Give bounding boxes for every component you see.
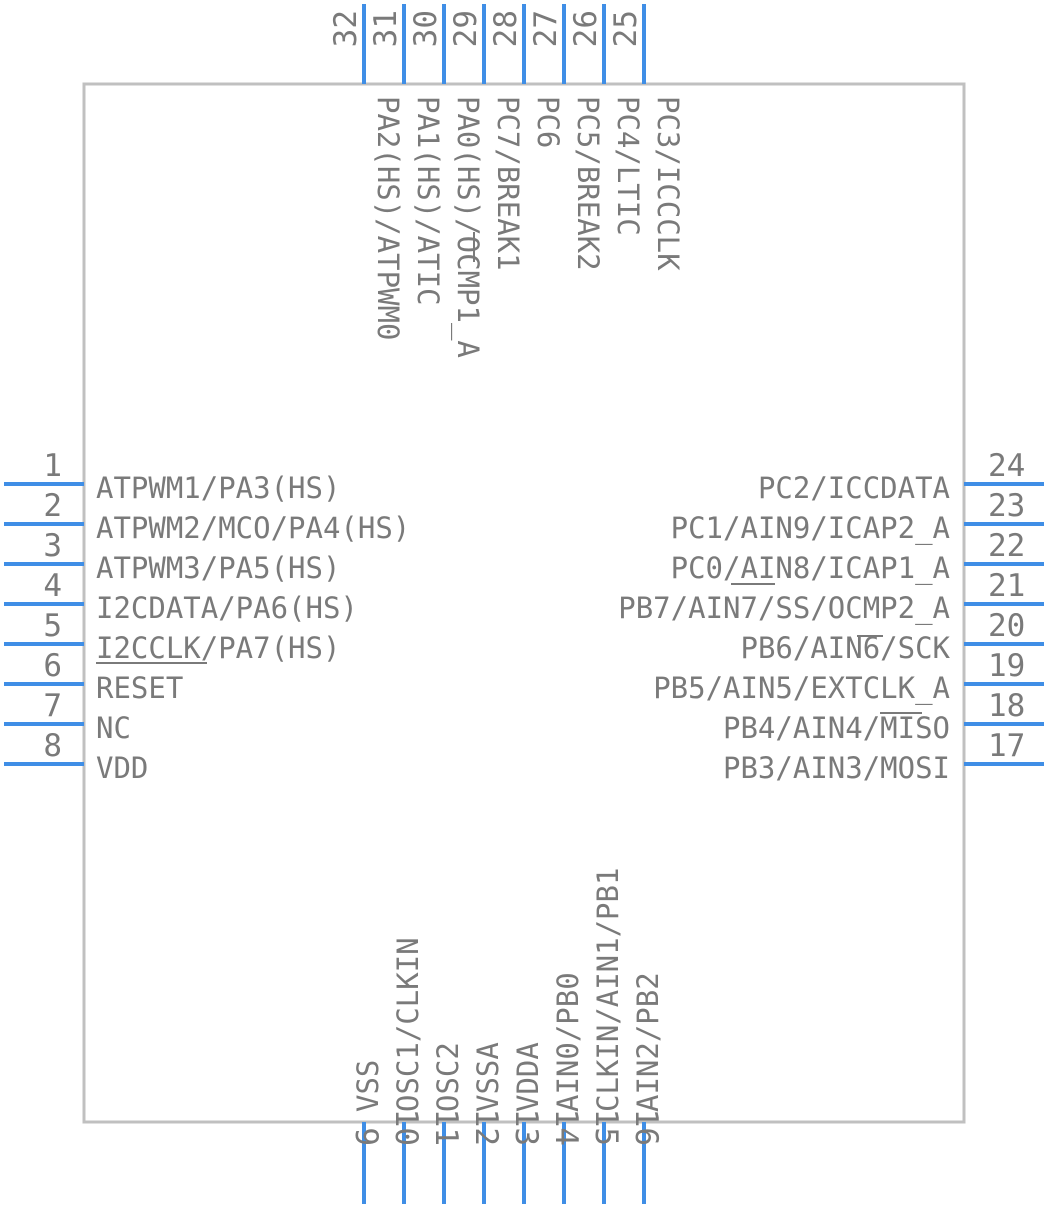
pin-16-label: AIN2/PB2 <box>631 972 665 1112</box>
pin-29-label: PC7/BREAK1 <box>491 96 525 271</box>
pin-29-number: 29 <box>448 10 484 47</box>
pin-21-number: 21 <box>988 568 1025 604</box>
pin-23-number: 23 <box>988 488 1025 524</box>
pin-3-label: ATPWM3/PA5(HS) <box>96 551 340 585</box>
pin-18-number: 18 <box>988 688 1025 724</box>
pin-1-number: 1 <box>43 448 62 484</box>
pin-14-number: 14 <box>548 1109 584 1146</box>
pin-7-label: NC <box>96 711 131 745</box>
pin-9-label: VSS <box>351 1060 385 1112</box>
pin-5-label: I2CCLK/PA7(HS) <box>96 631 340 665</box>
pin-17-number: 17 <box>988 728 1025 764</box>
pin-7-number: 7 <box>43 688 62 724</box>
pin-12-number: 12 <box>468 1109 504 1146</box>
pin-25-label: PC3/ICCCLK <box>651 96 685 271</box>
pin-31-number: 31 <box>368 10 404 47</box>
pin-1-label: ATPWM1/PA3(HS) <box>96 471 340 505</box>
pin-15-label: CLKIN/AIN1/PB1 <box>591 868 625 1112</box>
pin-28-label: PC6 <box>531 96 565 148</box>
pin-30-number: 30 <box>408 10 444 47</box>
pin-14-label: AIN0/PB0 <box>551 972 585 1112</box>
pin-18-label: PB4/AIN4/MISO <box>723 711 950 745</box>
pin-8-number: 8 <box>43 728 62 764</box>
pin-32-number: 32 <box>328 10 364 47</box>
pin-23-label: PC1/AIN9/ICAP2_A <box>671 511 950 546</box>
pin-19-label: PB5/AIN5/EXTCLK_A <box>653 671 950 706</box>
pin-9-number: 9 <box>348 1127 384 1146</box>
pin-6-label: RESET <box>96 671 183 705</box>
pin-4-label: I2CDATA/PA6(HS) <box>96 591 358 625</box>
pin-22-label: PC0/AIN8/ICAP1_A <box>671 551 950 586</box>
pin-11-number: 11 <box>428 1109 464 1146</box>
pin-25-number: 25 <box>608 10 644 47</box>
pin-22-number: 22 <box>988 528 1025 564</box>
pin-19-number: 19 <box>988 648 1025 684</box>
pin-16-number: 16 <box>628 1109 664 1146</box>
pin-12-label: VSSA <box>471 1042 505 1112</box>
pin-13-label: VDDA <box>511 1042 545 1112</box>
pin-27-number: 27 <box>528 10 564 47</box>
pin-5-number: 5 <box>43 608 62 644</box>
pin-20-label: PB6/AIN6/SCK <box>740 631 950 665</box>
pin-30-label: PA0(HS)/OCMP1_A <box>450 96 485 358</box>
pin-2-label: ATPWM2/MCO/PA4(HS) <box>96 511 410 545</box>
pin-21-label: PB7/AIN7/SS/OCMP2_A <box>618 591 950 626</box>
pin-10-number: 10 <box>388 1109 424 1146</box>
pin-31-label: PA1(HS)/ATIC <box>411 96 445 306</box>
pin-26-number: 26 <box>568 10 604 47</box>
pin-10-label: OSC1/CLKIN <box>391 937 425 1112</box>
pin-20-number: 20 <box>988 608 1025 644</box>
pin-24-number: 24 <box>988 448 1025 484</box>
pin-15-number: 15 <box>588 1109 624 1146</box>
pin-6-number: 6 <box>43 648 62 684</box>
pin-26-label: PC4/LTIC <box>611 96 645 236</box>
pin-13-number: 13 <box>508 1109 544 1146</box>
pin-2-number: 2 <box>43 488 62 524</box>
pin-27-label: PC5/BREAK2 <box>571 96 605 271</box>
pin-8-label: VDD <box>96 751 148 785</box>
pin-3-number: 3 <box>43 528 62 564</box>
ic-body-outline <box>82 82 966 1124</box>
pin-24-label: PC2/ICCDATA <box>758 471 950 505</box>
pin-11-label: OSC2 <box>431 1042 465 1112</box>
pin-28-number: 28 <box>488 10 524 47</box>
pin-17-label: PB3/AIN3/MOSI <box>723 751 950 785</box>
pin-4-number: 4 <box>43 568 62 604</box>
pin-32-label: PA2(HS)/ATPWM0 <box>371 96 405 340</box>
